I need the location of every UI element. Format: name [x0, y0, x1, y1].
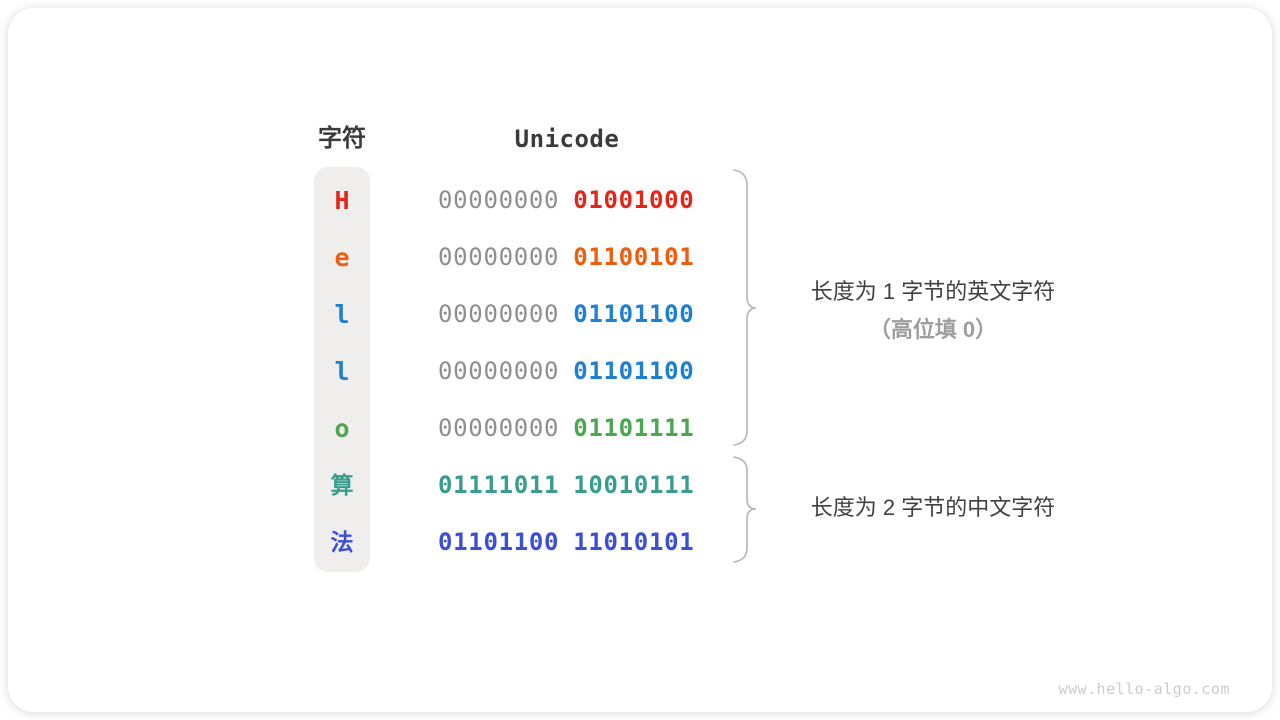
unicode-byte-high: 01111011 [438, 470, 560, 499]
unicode-bits: 00000000 01100101 [438, 229, 694, 286]
character-cell: e [334, 242, 350, 272]
unicode-bits: 01101100 11010101 [438, 514, 694, 571]
unicode-bits: 00000000 01101111 [438, 400, 694, 457]
character-cell: H [334, 185, 350, 215]
unicode-bits: 00000000 01101100 [438, 343, 694, 400]
unicode-byte-low: 10010111 [573, 470, 695, 499]
unicode-byte-high: 01101100 [438, 527, 560, 556]
watermark-url: www.hello-algo.com [1058, 680, 1230, 698]
character-cell: l [334, 356, 350, 386]
annotation-chinese-chars: 长度为 2 字节的中文字符 [773, 489, 1093, 527]
annotation-english-line1: 长度为 1 字节的英文字符 [810, 279, 1056, 304]
unicode-byte-low: 11010101 [573, 527, 695, 556]
brace-chinese-group [733, 456, 757, 563]
encoding-row: 法 01101100 11010101 [8, 514, 1272, 571]
unicode-bits: 01111011 10010111 [438, 457, 694, 514]
character-column-background [314, 167, 370, 572]
annotation-chinese-line1: 长度为 2 字节的中文字符 [810, 495, 1056, 520]
annotation-english-chars: 长度为 1 字节的英文字符 （高位填 0） [773, 273, 1093, 349]
character-cell: 算 [330, 471, 354, 498]
column-header-unicode: Unicode [514, 125, 620, 153]
encoding-row: l 00000000 01101100 [8, 343, 1272, 400]
character-cell: 法 [330, 528, 354, 555]
diagram-card: 字符 Unicode H 00000000 01001000 e 00000000 011… [8, 8, 1272, 712]
unicode-byte-high: 00000000 [438, 299, 560, 328]
unicode-byte-high: 00000000 [438, 356, 560, 385]
unicode-byte-low: 01101111 [573, 413, 695, 442]
unicode-byte-high: 00000000 [438, 413, 560, 442]
unicode-byte-low: 01101100 [573, 356, 695, 385]
encoding-row: 算 01111011 10010111 [8, 457, 1272, 514]
encoding-row: o 00000000 01101111 [8, 400, 1272, 457]
encoding-row: l 00000000 01101100 [8, 286, 1272, 343]
unicode-bits: 00000000 01101100 [438, 286, 694, 343]
encoding-row: H 00000000 01001000 [8, 172, 1272, 229]
unicode-byte-low: 01001000 [573, 185, 695, 214]
character-cell: l [334, 299, 350, 329]
unicode-byte-high: 00000000 [438, 242, 560, 271]
annotation-english-line2: （高位填 0） [868, 317, 998, 342]
unicode-bits: 00000000 01001000 [438, 172, 694, 229]
character-cell: o [334, 413, 350, 443]
encoding-row: e 00000000 01100101 [8, 229, 1272, 286]
unicode-byte-low: 01101100 [573, 299, 695, 328]
column-header-character: 字符 [318, 125, 366, 152]
unicode-byte-high: 00000000 [438, 185, 560, 214]
brace-english-group [733, 169, 757, 446]
grouping-braces [733, 169, 757, 563]
unicode-byte-low: 01100101 [573, 242, 695, 271]
